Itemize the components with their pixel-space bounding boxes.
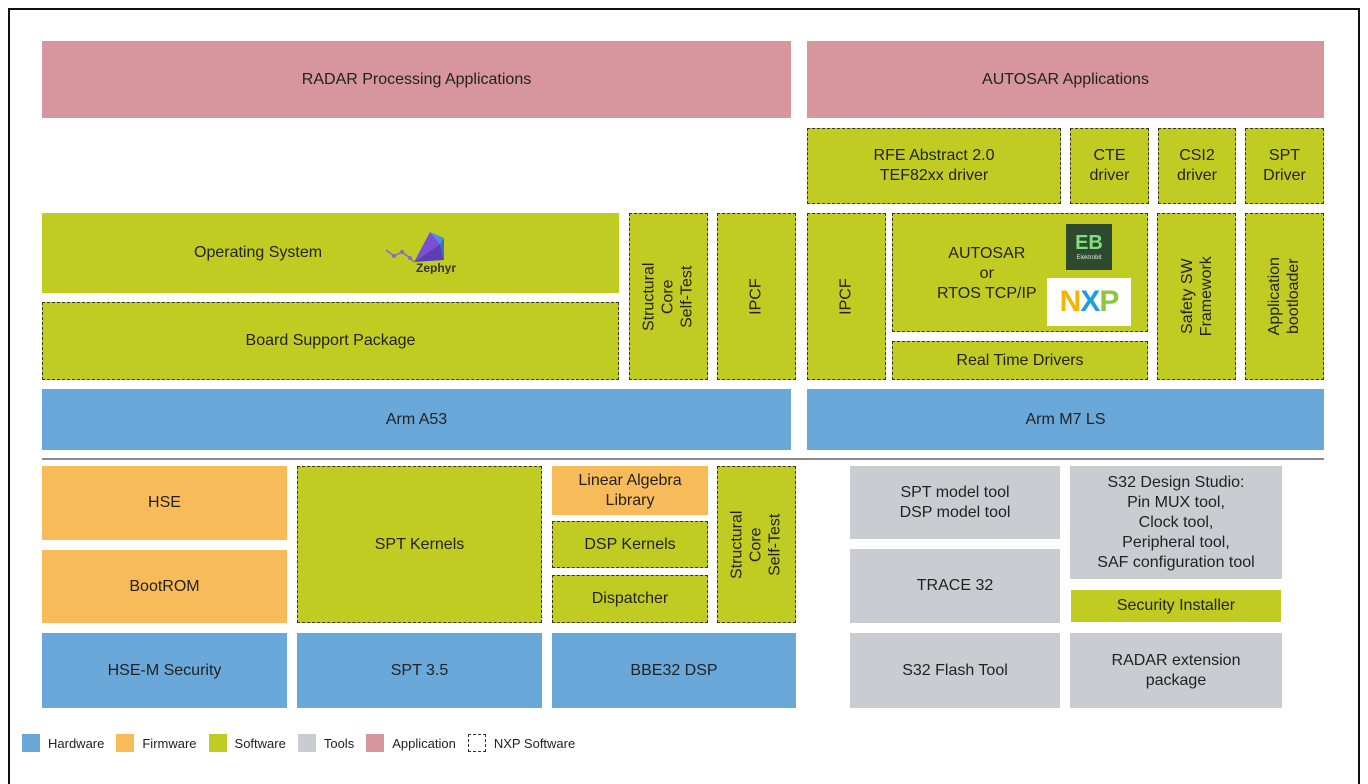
legend-software-swatch	[208, 734, 227, 752]
legend-tools: Tools	[297, 734, 355, 752]
separator-line	[42, 458, 1324, 460]
elektrobit-mark-icon: EB	[1075, 232, 1103, 254]
spt-kernels: SPT Kernels	[297, 466, 542, 623]
trace-32: TRACE 32	[850, 549, 1060, 623]
zephyr-logo-text: Zephyr	[416, 261, 456, 274]
spt-driver: SPT Driver	[1245, 128, 1324, 204]
structural-core-self-test-a53-label: Structural Core Self-Test	[640, 262, 697, 331]
security-installer: Security Installer	[1071, 590, 1281, 622]
legend-nxp-software-swatch	[467, 734, 486, 752]
legend-software: Software	[208, 734, 286, 752]
board-support-package: Board Support Package	[42, 302, 619, 380]
legend-nxp-software-label: NXP Software	[493, 735, 576, 751]
radar-extension-package: RADAR extension package	[1070, 633, 1282, 708]
bbe32-dsp: BBE32 DSP	[552, 633, 796, 708]
cte-driver: CTE driver	[1070, 128, 1149, 204]
s32-flash-tool: S32 Flash Tool	[850, 633, 1060, 708]
legend-application-label: Application	[392, 735, 456, 751]
zephyr-logo: Zephyr	[384, 228, 494, 275]
legend-firmware-swatch	[116, 734, 135, 752]
structural-core-self-test-dsp: Structural Core Self-Test	[717, 466, 796, 623]
legend-hardware-swatch	[22, 734, 40, 752]
arm-a53: Arm A53	[42, 389, 791, 450]
safety-sw-framework-label: Safety SW Framework	[1178, 256, 1215, 337]
ipcf-a53: IPCF	[717, 213, 796, 380]
real-time-drivers: Real Time Drivers	[892, 341, 1148, 380]
application-bootloader: Application bootloader	[1245, 213, 1324, 380]
elektrobit-logo: EB Elektrobit	[1066, 224, 1112, 270]
ipcf-a53-label: IPCF	[747, 278, 765, 315]
safety-sw-framework: Safety SW Framework	[1157, 213, 1236, 380]
legend-tools-swatch	[297, 734, 316, 752]
dsp-kernels: DSP Kernels	[552, 521, 708, 568]
hse-m-security: HSE-M Security	[42, 633, 287, 708]
legend-hardware: Hardware	[22, 734, 104, 752]
linear-algebra-library: Linear Algebra Library	[552, 466, 708, 515]
spt-3-5: SPT 3.5	[297, 633, 542, 708]
csi2-driver: CSI2 driver	[1158, 128, 1236, 204]
diagram-frame	[8, 8, 1360, 784]
legend: Hardware Firmware Software Tools Applica…	[22, 734, 587, 752]
legend-application: Application	[366, 734, 456, 752]
radar-processing-applications: RADAR Processing Applications	[42, 41, 791, 118]
legend-application-swatch	[366, 734, 385, 752]
legend-firmware-label: Firmware	[142, 735, 197, 751]
legend-hardware-label: Hardware	[48, 735, 105, 751]
spt-dsp-model-tool: SPT model tool DSP model tool	[850, 466, 1060, 539]
structural-core-self-test-dsp-label: Structural Core Self-Test	[728, 510, 785, 579]
arm-m7-ls: Arm M7 LS	[807, 389, 1324, 450]
dispatcher: Dispatcher	[552, 575, 708, 623]
s32-design-studio: S32 Design Studio: Pin MUX tool, Clock t…	[1070, 466, 1282, 579]
elektrobit-logo-text: Elektrobit	[1076, 255, 1102, 261]
operating-system: Operating System	[42, 213, 619, 293]
legend-firmware: Firmware	[116, 734, 197, 752]
structural-core-self-test-a53: Structural Core Self-Test	[629, 213, 708, 380]
legend-nxp-software: NXP Software	[467, 734, 576, 752]
legend-tools-label: Tools	[323, 735, 355, 751]
application-bootloader-label: Application bootloader	[1266, 257, 1303, 336]
bootrom: BootROM	[42, 550, 287, 623]
legend-software-label: Software	[234, 735, 286, 751]
ipcf-m7-label: IPCF	[837, 278, 855, 315]
ipcf-m7: IPCF	[807, 213, 886, 380]
autosar-rtos-label: AUTOSAR or RTOS TCP/IP	[937, 245, 1037, 302]
hse: HSE	[42, 466, 287, 540]
rfe-abstract-driver: RFE Abstract 2.0 TEF82xx driver	[807, 128, 1061, 204]
autosar-applications: AUTOSAR Applications	[807, 41, 1324, 118]
operating-system-label: Operating System	[194, 244, 323, 261]
